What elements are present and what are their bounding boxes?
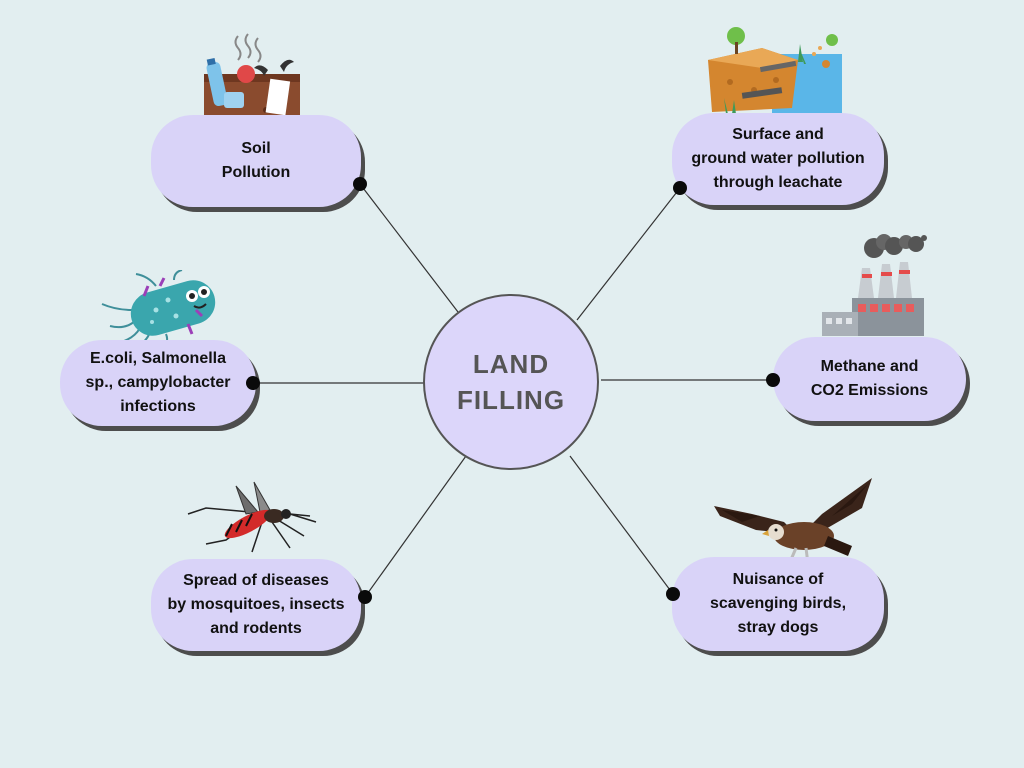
mosquito-icon [187,481,317,553]
soil-line-1: Soil [241,140,271,157]
impact-diseases: Spread of diseases by mosquitoes, insect… [151,559,361,651]
water-line-3: through leachate [713,174,843,191]
emissions-line-2: CO2 Emissions [810,382,929,399]
impact-water-pollution: Surface and ground water pollution throu… [672,113,884,205]
diseases-line-3: and rodents [210,620,302,637]
infections-line-1: E.coli, Salmonella [89,350,227,367]
water-line-1: Surface and [732,126,824,143]
water-pollution-icon [708,27,842,114]
impact-emissions: Methane and CO2 Emissions [773,337,966,421]
center-title-line-2: FILLING [456,385,566,415]
connector-dot-soil [353,177,367,191]
center-title-line-1: LAND [472,349,550,379]
connector-dot-nuisance [666,587,680,601]
impact-infections: E.coli, Salmonella sp., campylobacter in… [60,340,256,426]
connector-water [576,187,681,321]
connector-dot-water [673,181,687,195]
connector-soil [359,183,459,313]
emissions-line-1: Methane and [820,358,919,375]
polluted-soil-icon [204,33,300,122]
eagle-icon [714,478,872,568]
infections-line-3: infections [120,398,196,415]
infections-line-2: sp., campylobacter [85,374,231,391]
connector-dot-emissions [766,373,780,387]
nuisance-line-1: Nuisance of [732,571,824,588]
nuisance-line-2: scavenging birds, [709,595,847,612]
central-node-land-filling: LAND FILLING [423,294,599,470]
factory-smoke-icon [822,234,927,336]
water-line-2: ground water pollution [691,150,865,167]
soil-line-2: Pollution [221,164,291,181]
diseases-line-1: Spread of diseases [183,572,329,589]
connector-diseases [364,455,467,598]
nuisance-line-3: stray dogs [737,619,819,636]
connector-dot-diseases [358,590,372,604]
connector-dot-infections [246,376,260,390]
impact-nuisance: Nuisance of scavenging birds, stray dogs [672,557,884,651]
diseases-line-2: by mosquitoes, insects [167,596,345,613]
connector-nuisance [569,455,674,595]
impact-soil-pollution: Soil Pollution [151,115,361,207]
